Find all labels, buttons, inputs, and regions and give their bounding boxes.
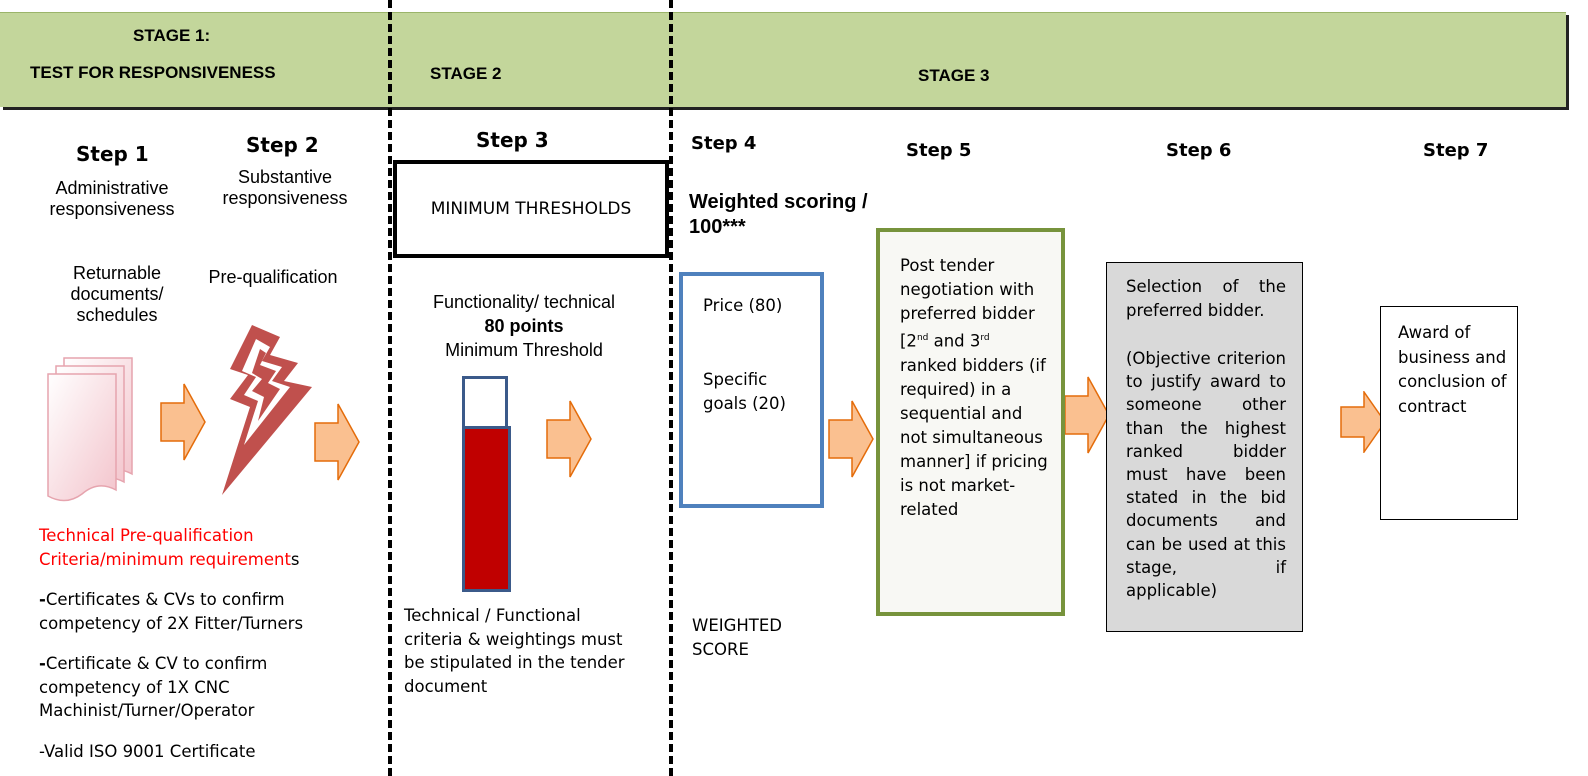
selection-box: Selection of the preferred bidder. (Obje… bbox=[1106, 262, 1303, 632]
functionality-points: 80 points bbox=[484, 316, 564, 336]
minimum-threshold-label: Minimum Threshold bbox=[445, 340, 603, 360]
step-2-item: Pre-qualification bbox=[208, 267, 338, 287]
requirements-heading-text: Technical Pre-qualification Criteria/min… bbox=[39, 526, 291, 569]
requirement-text: Certificates & CVs to confirm competency… bbox=[39, 590, 304, 633]
ordinal-suffix: nd bbox=[916, 333, 929, 343]
functionality-line: Functionality/ technical bbox=[432, 292, 616, 312]
negotiation-text-part: ranked bidders (if required) in a sequen… bbox=[900, 355, 1048, 519]
arrow-right-icon bbox=[314, 403, 360, 481]
step-1-title: Step 1 bbox=[76, 142, 149, 166]
requirement-item: -Certificates & CVs to confirm competenc… bbox=[39, 588, 359, 635]
arrow-right-icon bbox=[160, 383, 206, 461]
step-3-note: Technical / Functional criteria & weight… bbox=[404, 606, 625, 696]
arrow-right-icon bbox=[828, 400, 874, 478]
stage-divider-1 bbox=[388, 0, 392, 776]
stage-3-label: STAGE 3 bbox=[918, 66, 990, 85]
minimum-thresholds-label: MINIMUM THRESHOLDS bbox=[430, 198, 632, 219]
step-4-title: Step 4 bbox=[691, 133, 757, 154]
documents-icon bbox=[47, 357, 133, 502]
selection-text: Selection of the preferred bidder. bbox=[1126, 277, 1286, 320]
requirement-text: Certificate & CV to confirm competency o… bbox=[39, 654, 268, 720]
step-7-title: Step 7 bbox=[1423, 140, 1489, 161]
lightning-icon bbox=[222, 325, 312, 495]
price-goals-box: Price (80) Specific goals (20) bbox=[679, 272, 824, 508]
stage-1-label: STAGE 1: bbox=[133, 26, 211, 45]
arrow-right-icon bbox=[1340, 391, 1386, 453]
step-1-subtitle: Administrative responsiveness bbox=[49, 178, 175, 219]
specific-goals-weight: Specific goals (20) bbox=[703, 370, 786, 413]
requirements-heading-suffix: s bbox=[290, 549, 300, 569]
functionality-label: Functionality/ technical 80 points Minim… bbox=[404, 290, 644, 362]
ordinal-suffix: rd bbox=[980, 333, 990, 343]
threshold-gauge-fill bbox=[462, 426, 511, 592]
weighted-score-label: WEIGHTED SCORE bbox=[692, 616, 783, 659]
step-2-subtitle: Substantive responsiveness bbox=[222, 167, 348, 208]
stage-divider-2 bbox=[669, 0, 673, 776]
minimum-thresholds-box: MINIMUM THRESHOLDS bbox=[393, 160, 669, 258]
step-5-title: Step 5 bbox=[906, 140, 972, 161]
requirement-item: -Certificate & CV to confirm competency … bbox=[39, 652, 339, 723]
negotiation-text-part: Post tender negotiation with preferred b… bbox=[900, 256, 1035, 351]
step-2-title: Step 2 bbox=[246, 133, 319, 157]
requirements-heading: Technical Pre-qualification Criteria/min… bbox=[39, 524, 359, 571]
requirement-dash: - bbox=[39, 590, 46, 609]
arrow-right-icon bbox=[1064, 376, 1110, 454]
selection-criterion-text: (Objective criterion to justify award to… bbox=[1126, 349, 1286, 601]
arrow-right-icon bbox=[546, 400, 592, 478]
step-3-title: Step 3 bbox=[476, 128, 549, 152]
stage-2-label: STAGE 2 bbox=[430, 64, 502, 83]
stage-1-subtitle: TEST FOR RESPONSIVENESS bbox=[30, 63, 276, 82]
requirement-text: -Valid ISO 9001 Certificate bbox=[39, 742, 256, 761]
step-1-item: Returnable documents/ schedules bbox=[70, 263, 164, 325]
award-box: Award of business and conclusion of cont… bbox=[1380, 306, 1518, 520]
requirement-dash: - bbox=[39, 654, 46, 673]
price-weight: Price (80) bbox=[703, 296, 783, 315]
stage-banner bbox=[0, 12, 1566, 107]
step-6-title: Step 6 bbox=[1166, 140, 1232, 161]
award-text: Award of business and conclusion of cont… bbox=[1398, 323, 1507, 416]
negotiation-text: Post tender negotiation with preferred b… bbox=[900, 254, 1050, 522]
requirement-item: -Valid ISO 9001 Certificate bbox=[39, 740, 359, 764]
negotiation-text-part: and 3 bbox=[928, 331, 981, 351]
weighted-scoring-heading: Weighted scoring / 100*** bbox=[689, 191, 868, 238]
negotiation-box: Post tender negotiation with preferred b… bbox=[876, 228, 1065, 616]
